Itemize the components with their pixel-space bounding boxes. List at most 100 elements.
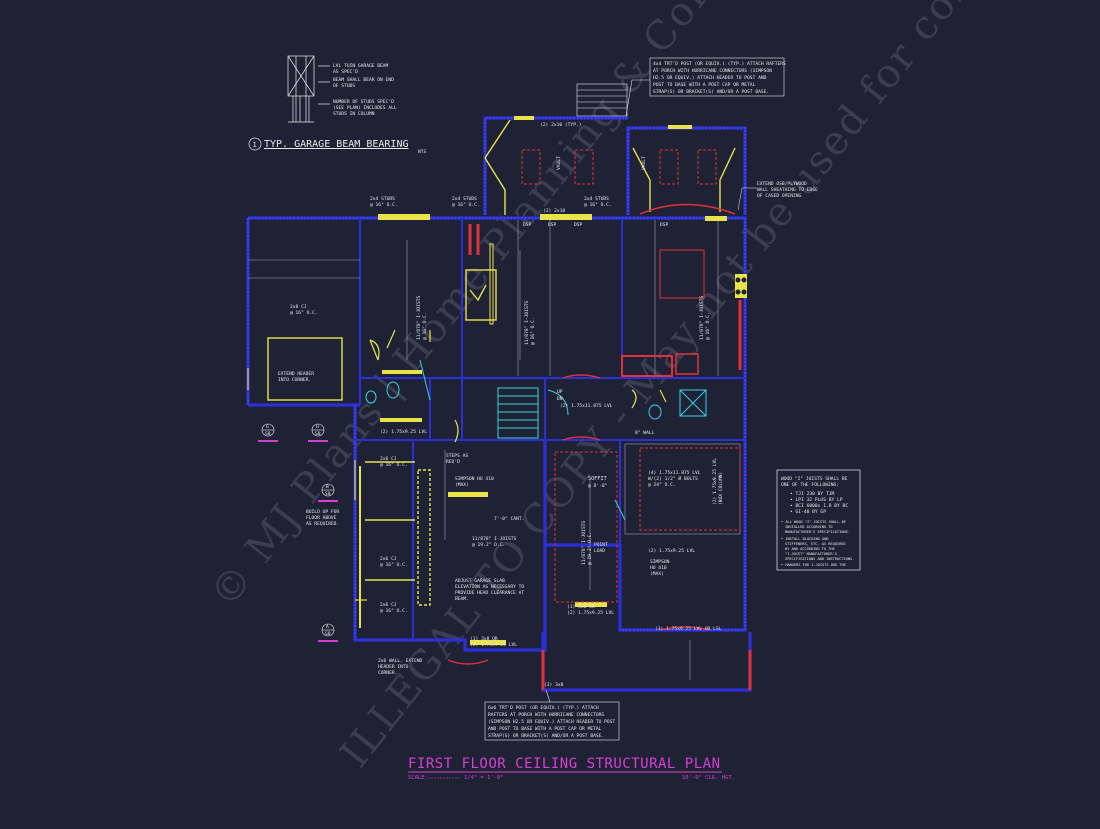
section-g-sheet: S0 <box>265 431 271 437</box>
label-ijoist-a2: @ 16" O.C. <box>422 312 428 340</box>
bay-windows <box>447 203 736 665</box>
joist-box-item-3: • BCI 6000s 1.8 BY BC <box>790 503 848 509</box>
detail-note-1: LVL TUIN GARAGE BEAM <box>333 63 389 69</box>
note-garage-slab-3: PROVIDE HEAD CLEARANCE AT <box>455 590 524 596</box>
plan-labels: 2x4 STUDS @ 16" O.C. 2x4 STUDS @ 16" O.C… <box>278 122 818 688</box>
section-a-sheet: S0 <box>325 631 331 637</box>
label-studs-a1: 2x4 STUDS <box>370 196 395 202</box>
label-cj-garage-1: 2x8 CJ <box>290 304 307 310</box>
plan-ceiling-height: 10'-0" CLG. HGT. <box>682 775 735 781</box>
cooktop-burners <box>735 277 747 295</box>
plan-scale-label: SCALE: <box>408 775 428 781</box>
note-osb-2: WALL SHEATHING TO EDGE <box>757 187 818 193</box>
label-studs-c2: @ 16" O.C. <box>584 202 612 208</box>
label-studs-a2: @ 16" O.C. <box>370 202 398 208</box>
note-extend-header-2: INTO CORNER. <box>278 377 311 383</box>
label-studs-c1: 2x4 STUDS <box>584 196 609 202</box>
porch-top-note: 4x4 TRT'D POST (OR EQUIV.) (TYP.) ATTACH… <box>625 57 786 117</box>
plan-scale-value: 1/4" = 1'-0" <box>464 775 504 781</box>
note-extend-header-1: EXTEND HEADER <box>278 371 314 377</box>
detail-garage-beam-bearing: LVL TUIN GARAGE BEAM AS SPEC'D BEAM SHAL… <box>248 55 427 155</box>
section-h-sheet: S0 <box>315 431 321 437</box>
label-point-load-1: POINT <box>594 542 608 548</box>
label-simpson-b2: HU 410 <box>650 565 667 571</box>
label-dn: DN <box>557 396 563 402</box>
joist-box-item-1: • TJI 230 BY TJM <box>790 491 834 497</box>
note-garage-slab-1: ADJUST GARAGE SLAB <box>455 578 505 584</box>
label-cant: 7'-0" CANT. <box>494 516 524 522</box>
note-build-up-1: BUILD UP FOR <box>306 509 339 515</box>
label-lvl-e: (3) 1.75x9.25 LVL OR LSL <box>655 626 722 632</box>
porch-top-note-l2: AT PORCH WITH HURRICANE CONNECTORS (SIMP… <box>653 68 772 74</box>
section-g-letter: G <box>266 424 269 430</box>
section-h-letter: H <box>316 424 319 430</box>
detail-note-5: NUMBER OF STUDS SPEC'D <box>333 99 394 105</box>
label-dsp-3: DSP <box>574 222 583 228</box>
label-mid-bottom-2: (2) 1.75x9.25 LVL <box>567 610 614 616</box>
label-simpson-b1: SIMPSON <box>650 559 670 565</box>
porch-top-note-l3: H2.5 OR EQUIV.) ATTACH HEADER TO POST AN… <box>653 75 767 81</box>
label-cj-small-3: 2x6 CJ <box>380 556 397 562</box>
beam-bearing-sketch <box>287 55 330 123</box>
label-up: UP <box>557 389 563 395</box>
detail-bubble <box>248 137 262 151</box>
porch-top-note-l1: 4x4 TRT'D POST (OR EQUIV.) (TYP.) ATTACH… <box>653 61 786 67</box>
label-point-load-2: LOAD <box>594 548 605 554</box>
label-cj-small-4: @ 16" O.C. <box>380 562 408 568</box>
joist-note-box: WOOD "I" JOISTS SHALL BE ONE OF THE FOLL… <box>776 469 861 571</box>
label-vault-2: VAULT <box>641 156 647 170</box>
label-header-2x10: (2) 2x10 <box>543 208 565 214</box>
note-wall-2x6-1: 2x6 WALL. EXTEND <box>378 658 422 664</box>
label-lvl-a: (2) 1.75x9.25 LVL <box>380 429 427 435</box>
cooktop <box>735 274 747 298</box>
note-garage-slab-2: ELEVATION AS NECESSARY TO <box>455 584 524 590</box>
label-simpson-a2: (MAX) <box>455 482 469 488</box>
watermark-line-2: ILLEGAL TO COPY - May not be used for co… <box>332 0 1100 776</box>
label-ijoist-b1: 11/878" I-JOISTS <box>524 301 530 345</box>
joist-box-note-8: SPECIFICATIONS AND INSTRUCTIONS. <box>785 557 854 561</box>
detail-scale: NTS <box>418 149 427 155</box>
label-soffit-2: @ 8'-0" <box>588 483 607 489</box>
detail-number: 1 <box>253 141 257 149</box>
note-garage-slab-4: BEAM. <box>455 596 469 602</box>
note-build-up-3: AS REQUIRED. <box>306 521 339 527</box>
label-cj-small-1: 2x6 CJ <box>380 456 397 462</box>
porch-top-note-l4: POST TO BASE WITH A POST CAP OR METAL <box>653 82 756 88</box>
joist-box-title-1: WOOD "I" JOISTS SHALL BE <box>781 476 848 482</box>
label-steps-1: STEPS AS <box>446 453 468 459</box>
label-vault-1: VAULT <box>556 156 562 170</box>
joist-box-note-1: • ALL WOOD "I" JOISTS SHALL BE <box>781 520 846 524</box>
detail-note-4: OF STUDS <box>333 83 355 89</box>
label-dsp-1: DSP <box>523 222 532 228</box>
label-cj-small-6: @ 16" O.C. <box>380 608 408 614</box>
joist-box-note-5: STIFFENERS, ETC. AS REQUIRED <box>785 542 846 546</box>
door-swings <box>247 329 667 601</box>
label-simpson-b3: (MAX) <box>650 571 664 577</box>
label-studs-b1: 2x4 STUDS <box>452 196 477 202</box>
porch-bottom-note-l5: STRAP(S) OR BRACKET(S) AND/OR A POST BAS… <box>488 733 604 739</box>
note-osb-1: EXTEND OSB/PLYWOOD <box>757 181 807 187</box>
drawing-title-block: FIRST FLOOR CEILING STRUCTURAL PLAN SCAL… <box>408 756 735 781</box>
span-arrows <box>406 240 691 680</box>
label-bolts-1: (4) 1.75x11.875 LVL <box>648 470 701 476</box>
label-mid-bottom-1: (1) 3x8 OR <box>567 604 595 610</box>
joist-box-note-7: "I-JOIST" MANUFACTURER'S <box>785 552 837 556</box>
label-ijoist-c1: 11/878" I-JOISTS <box>699 296 705 340</box>
porch-bottom-note-l2: RAFTERS AT PORCH WITH HURRICANE CONNECTO… <box>488 712 604 718</box>
label-box-column-1: (BOX COLUMN) <box>718 472 724 505</box>
note-wall-2x6-2: HEADER INTO <box>378 664 409 670</box>
label-lvl-b: (2) 1.75x11.875 LVL <box>560 403 613 409</box>
label-simpson-a1: SIMPSON HU 410 <box>455 476 494 482</box>
red-elements <box>468 149 752 690</box>
label-dsp-4: DSP <box>660 222 669 228</box>
beam-fills <box>378 116 727 645</box>
joist-box-note-4: • INSTALL BLOCKING AND <box>781 537 829 541</box>
detail-title: TYP. GARAGE BEAM BEARING <box>264 139 409 150</box>
label-lvl-c: (2) 1.75x9.25 LVL <box>648 548 695 554</box>
label-dsp-2: DSP <box>548 222 557 228</box>
detail-note-7: STUDS IN COLUMN <box>333 111 375 117</box>
label-ijoist-d1: 11/878" I-JOISTS <box>581 521 587 565</box>
label-ijoist-b2: @ 16" O.C. <box>530 317 536 345</box>
label-box-column-2: (2) 1.75x9.25 LVL <box>712 458 718 505</box>
